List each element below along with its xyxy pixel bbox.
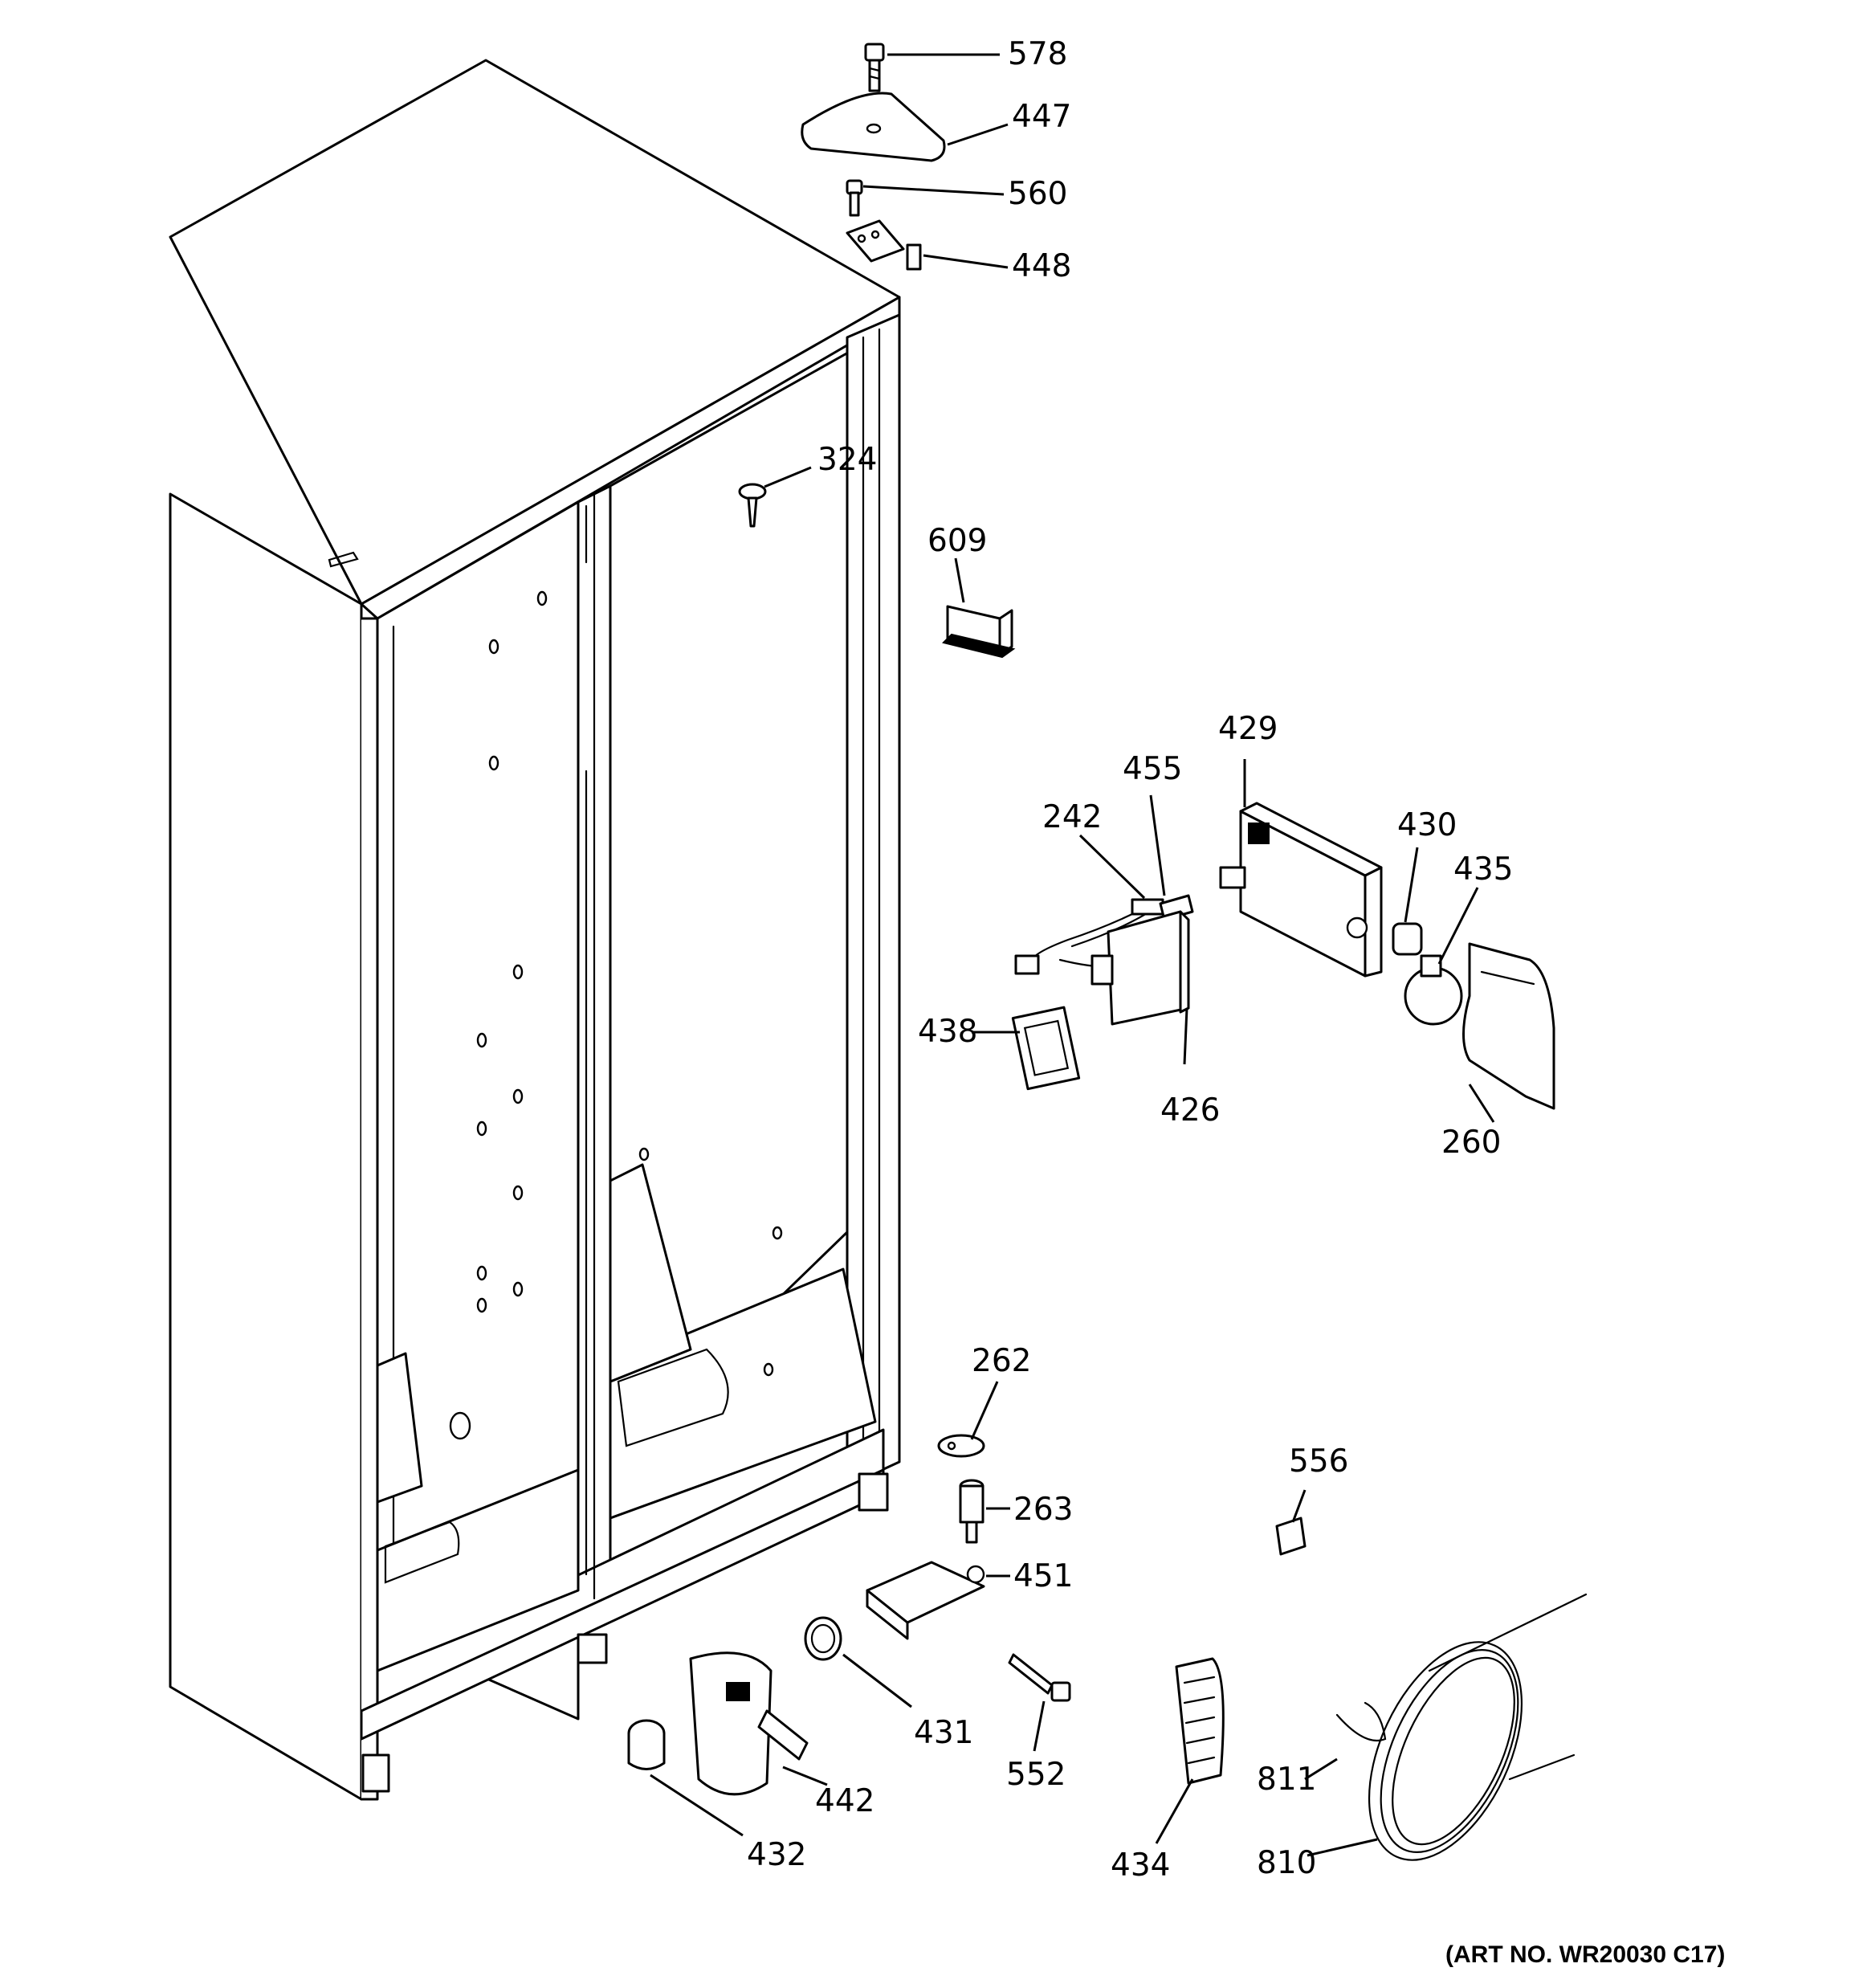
- light-module-426: [1090, 910, 1190, 1026]
- hinge-cover-447: [801, 92, 946, 162]
- callout-324: 324: [817, 442, 877, 478]
- callout-442: 442: [815, 1783, 874, 1819]
- hinge-pin-263: [959, 1479, 984, 1544]
- callout-432: 432: [747, 1837, 806, 1873]
- callout-810: 810: [1257, 1845, 1316, 1881]
- light-shield-260: [1462, 942, 1555, 1110]
- light-lens-438: [1011, 1006, 1081, 1091]
- bottom-hinge-451: [866, 1561, 985, 1640]
- control-housing-429: [1219, 802, 1383, 978]
- callout-260: 260: [1441, 1125, 1501, 1161]
- callout-455: 455: [1123, 751, 1182, 787]
- callout-447: 447: [1012, 99, 1071, 135]
- cam-closure-442: [689, 1651, 809, 1796]
- switch-609: [942, 605, 1016, 659]
- art-number: (ART NO. WR20030 C17): [1445, 1941, 1725, 1968]
- plug-button-324: [738, 483, 767, 528]
- callout-labels: 578 447 560 448 324 609 429 455 242 430 …: [747, 36, 1513, 1884]
- callout-242: 242: [1042, 799, 1102, 835]
- light-bulb-435: [1404, 954, 1463, 1026]
- hinge-bolt-578: [864, 43, 885, 92]
- water-tubing-810: [1368, 1593, 1588, 1861]
- callout-578: 578: [1008, 36, 1067, 72]
- callout-262: 262: [972, 1343, 1031, 1379]
- callout-429: 429: [1218, 711, 1278, 747]
- callout-811: 811: [1257, 1761, 1316, 1798]
- bushing-432: [627, 1719, 666, 1770]
- hinge-bushing-262: [937, 1434, 985, 1458]
- screw-552: [1008, 1653, 1071, 1702]
- callout-556: 556: [1289, 1443, 1348, 1480]
- leader-lines: [650, 53, 1495, 1857]
- refrigerator-cabinet: [169, 59, 901, 1801]
- clip-556: [1275, 1517, 1307, 1556]
- callout-451: 451: [1013, 1558, 1073, 1594]
- plug-431: [804, 1616, 842, 1661]
- clamp-811: [1335, 1701, 1387, 1742]
- grille-434: [1175, 1657, 1225, 1785]
- callout-560: 560: [1008, 176, 1067, 212]
- callout-430: 430: [1397, 807, 1457, 843]
- callout-438: 438: [918, 1014, 977, 1050]
- callout-435: 435: [1453, 851, 1513, 888]
- hinge-screw-560: [846, 179, 863, 217]
- top-hinge-448: [846, 219, 922, 271]
- callout-426: 426: [1160, 1092, 1220, 1129]
- callout-434: 434: [1111, 1847, 1170, 1884]
- callout-552: 552: [1006, 1757, 1066, 1793]
- sensor-455: [1159, 894, 1194, 921]
- callout-263: 263: [1013, 1492, 1073, 1528]
- lamp-socket-430: [1392, 922, 1423, 956]
- callout-431: 431: [914, 1715, 973, 1751]
- callout-609: 609: [927, 523, 987, 559]
- callout-448: 448: [1012, 248, 1071, 284]
